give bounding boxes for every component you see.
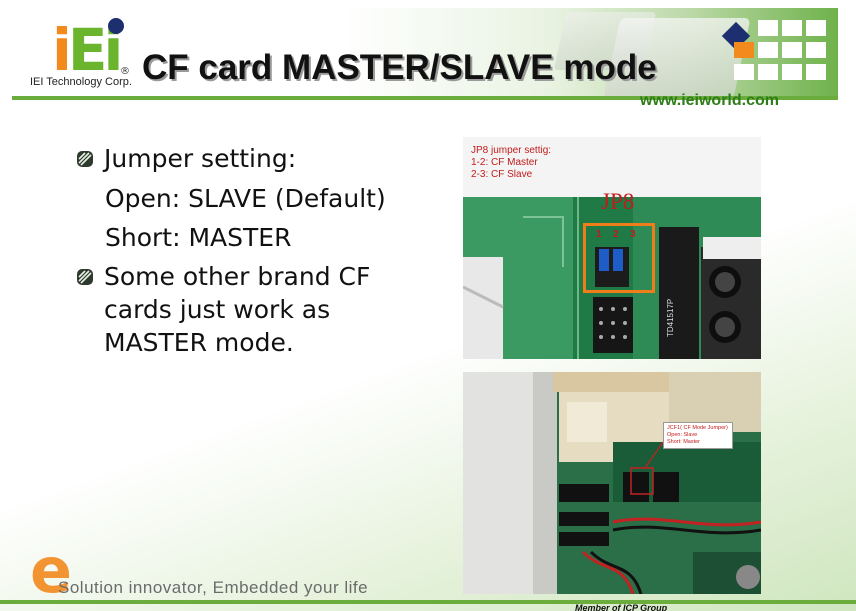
grid-cell [806, 42, 826, 58]
company-name: IEI Technology Corp. [30, 76, 132, 88]
grid-cell [734, 64, 754, 80]
grid-cell [782, 42, 802, 58]
bullet-text: Some other brand CF cards just work as M… [104, 262, 371, 357]
logo-dot [108, 18, 124, 34]
logo-registered-mark: ® [120, 66, 130, 77]
jumper-highlight-box [583, 223, 655, 293]
grid-cell [782, 64, 802, 80]
header-band [12, 8, 838, 98]
jumper-photo-top: TD41517P JP8 jumper settig: 1-2: CF Mast… [463, 137, 761, 359]
bullet-item: Jumper setting: [76, 142, 296, 175]
bullet-item: Some other brand CF cards just work as M… [76, 260, 374, 359]
grid-cell [758, 42, 778, 58]
jumper-note: JCF1( CF Mode Jumper) Open: Slave Short:… [663, 422, 733, 449]
jumper-photo-bottom: JCF1( CF Mode Jumper) Open: Slave Short:… [463, 372, 761, 594]
pin-number: 1 [596, 229, 602, 240]
footer-divider [0, 600, 856, 604]
footer-tagline: Solution innovator, Embedded your life [58, 578, 369, 597]
bullet-subline: Short: MASTER [105, 223, 292, 252]
tagline-e-mark: e [30, 534, 73, 607]
grid-cell [806, 64, 826, 80]
bullet-icon [77, 269, 93, 285]
bullet-icon [77, 151, 93, 167]
svg-text:TD41517P: TD41517P [666, 299, 675, 337]
board-photo-image: TD41517P [463, 137, 761, 359]
member-text: Member of ICP Group [575, 603, 668, 611]
grid-cell [758, 64, 778, 80]
bullet-subline: Open: SLAVE (Default) [105, 184, 386, 213]
bullet-text: Jumper setting: [104, 144, 297, 173]
jumper-caption: JP8 jumper settig: 1-2: CF Master 2-3: C… [471, 145, 551, 181]
pin-number: 2 [613, 229, 619, 240]
grid-cell [782, 20, 802, 36]
board-photo-image [463, 372, 761, 594]
company-logo: iEi ® IEI Technology Corp. [30, 18, 150, 92]
logo-mark: iEi [52, 16, 123, 84]
caption-line: JP8 jumper settig: [471, 145, 552, 156]
note-line: JCF1( CF Mode Jumper) [667, 425, 728, 431]
header-divider [12, 96, 838, 100]
grid-logo-icon [721, 20, 832, 88]
slide-title: CF card MASTER/SLAVE mode [142, 48, 657, 87]
website-url: www.ieiworld.com [640, 92, 779, 109]
note-line: Open: Slave [667, 432, 698, 438]
caption-line: 1-2: CF Master [471, 157, 538, 168]
grid-cell [806, 20, 826, 36]
grid-cell [758, 20, 778, 36]
pin-number: 3 [630, 229, 636, 240]
note-line: Short: Master [667, 439, 701, 445]
caption-line: 2-3: CF Slave [471, 169, 533, 180]
grid-cell [734, 42, 754, 58]
jumper-label: JP8 [601, 189, 635, 214]
